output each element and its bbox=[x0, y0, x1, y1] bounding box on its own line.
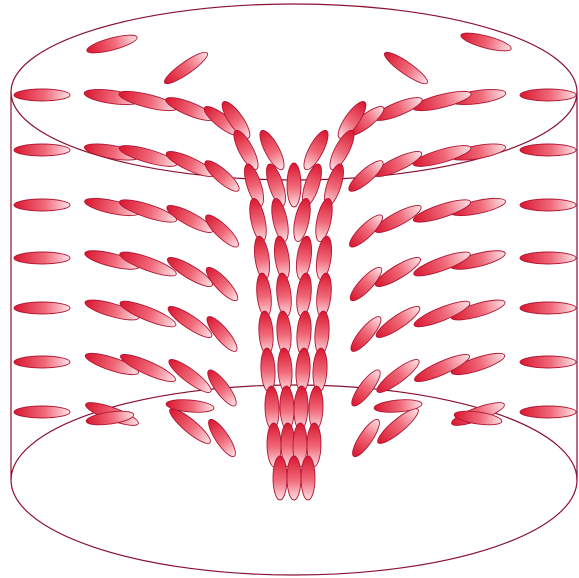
mesogen bbox=[14, 144, 70, 156]
mesogen bbox=[313, 197, 336, 243]
mesogen bbox=[85, 31, 138, 56]
mesogen bbox=[301, 456, 315, 500]
mesogen bbox=[14, 406, 70, 418]
mesogen bbox=[520, 144, 576, 156]
mesogen bbox=[381, 48, 430, 88]
mesogen-field bbox=[14, 29, 576, 500]
mesogen bbox=[287, 456, 301, 500]
mesogen bbox=[14, 356, 70, 368]
mesogen bbox=[295, 272, 314, 317]
mesogen bbox=[520, 302, 576, 314]
mesogen bbox=[275, 272, 294, 317]
mesogen bbox=[373, 355, 422, 397]
mesogen bbox=[520, 356, 576, 368]
mesogen bbox=[520, 406, 576, 418]
mesogen bbox=[520, 252, 576, 264]
mesogen bbox=[14, 252, 70, 264]
mesogen bbox=[273, 456, 287, 500]
mesogen bbox=[520, 89, 576, 101]
mesogen bbox=[14, 199, 70, 211]
mesogen bbox=[287, 163, 301, 207]
mesogen bbox=[14, 302, 70, 314]
mesogen bbox=[520, 199, 576, 211]
mesogen bbox=[14, 89, 70, 101]
mesogen bbox=[161, 48, 210, 88]
